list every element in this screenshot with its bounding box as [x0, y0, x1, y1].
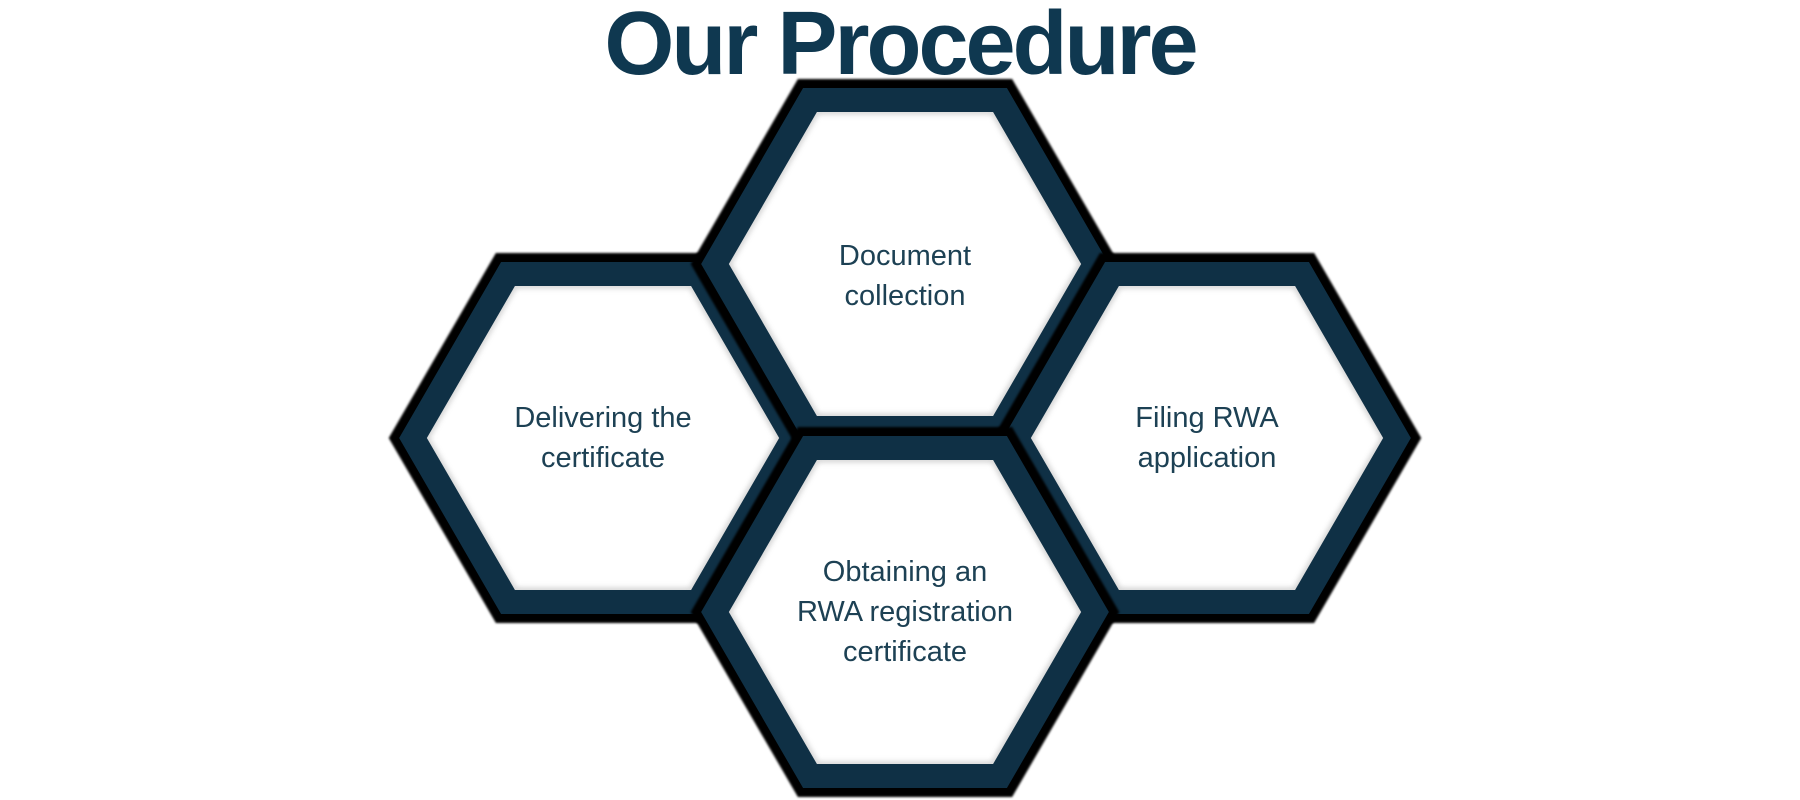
hexagon-fill — [1017, 274, 1397, 602]
hexagon-label-obtaining-rwa-registration-certificate: Obtaining an RWA registration certificat… — [797, 556, 1013, 668]
hexagon-fill — [413, 274, 793, 602]
page-title: Our Procedure — [604, 0, 1198, 94]
hexagon-fill — [715, 448, 1095, 776]
hexagon-label-delivering-the-certificate: Delivering the certificate — [514, 402, 692, 474]
hexagon-document-collection — [690, 79, 1120, 449]
hexagon-fill — [715, 100, 1095, 428]
hexagon-border — [701, 436, 1109, 788]
hexagon-label-filing-rwa-application: Filing RWA application — [1135, 402, 1279, 474]
hexagon-obtaining-rwa-registration-certificate — [690, 427, 1120, 797]
hexagon-label-document-collection: Document collection — [838, 240, 972, 312]
